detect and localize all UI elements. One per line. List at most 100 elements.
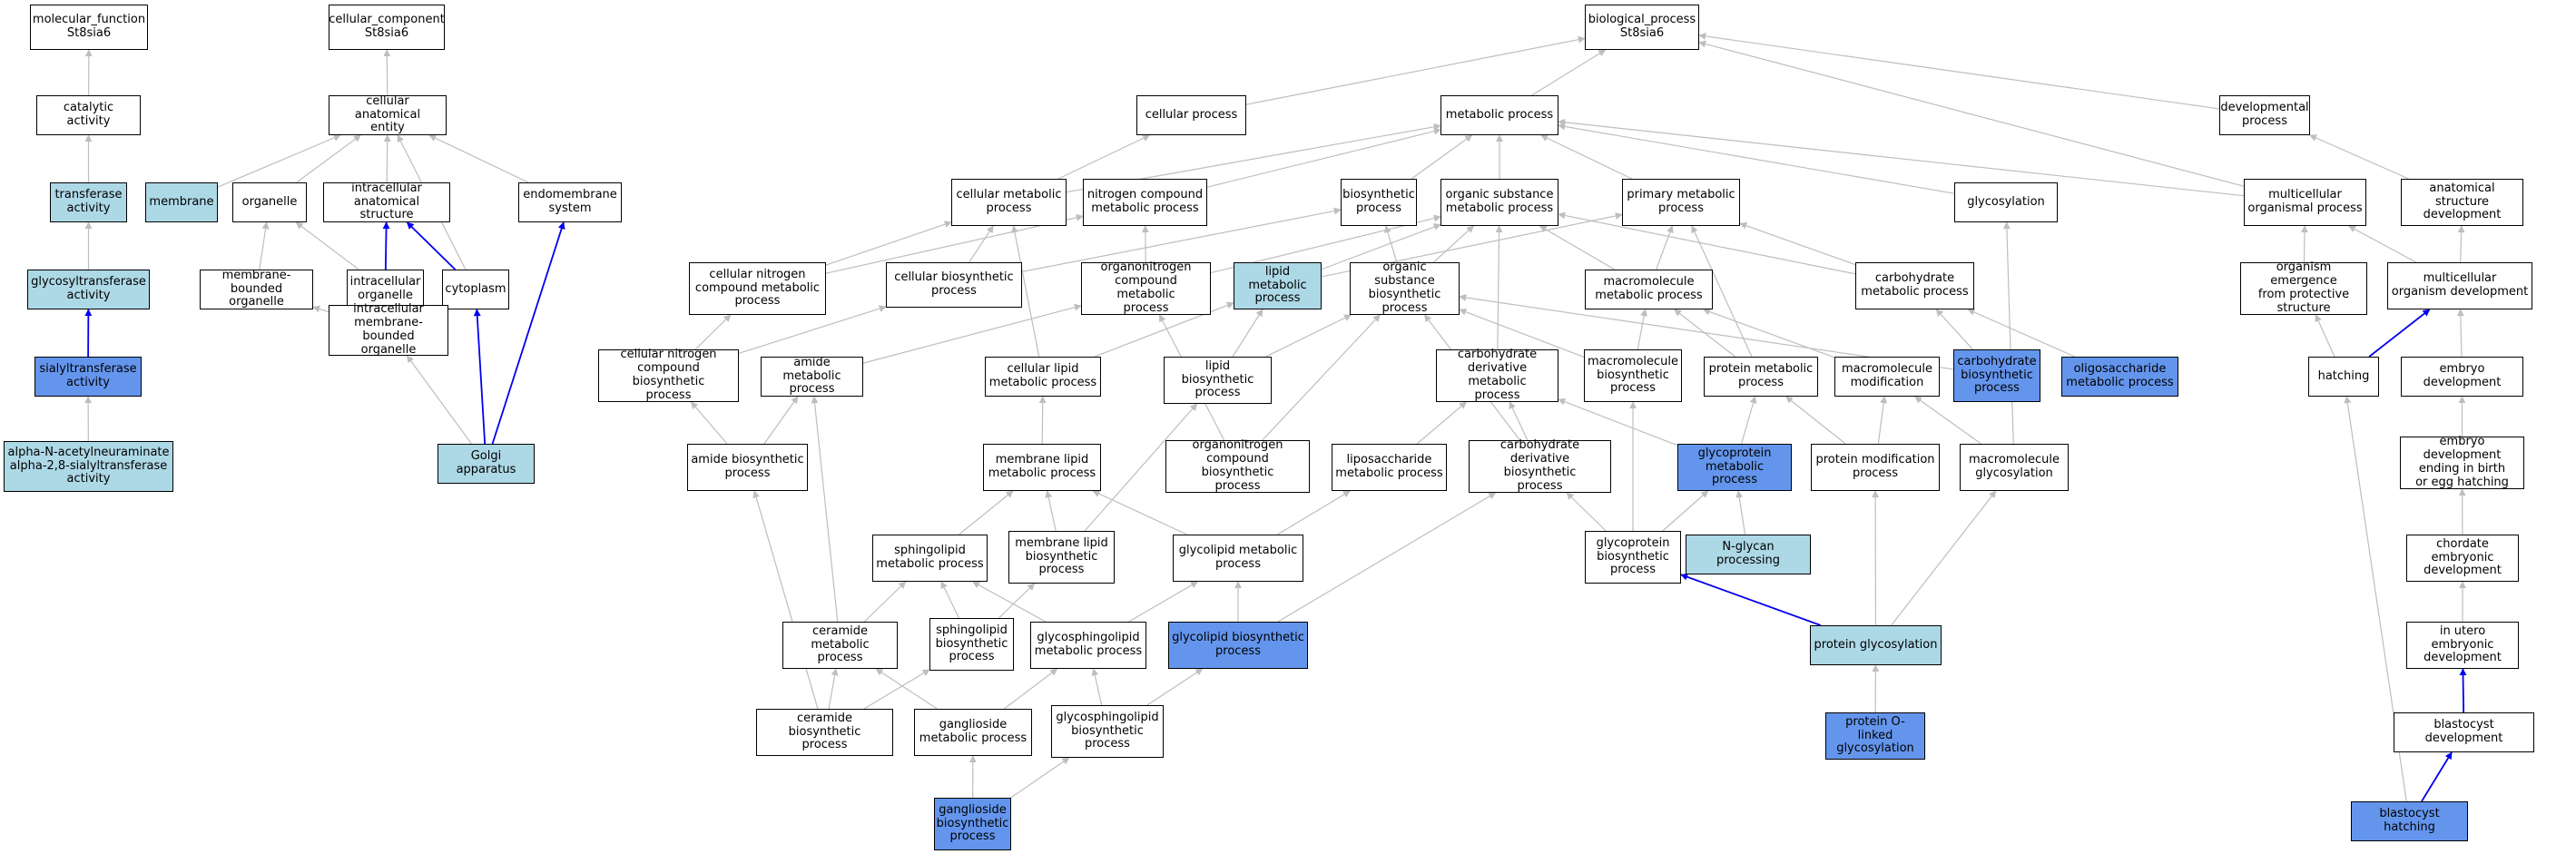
edge-cncmp-to-cmp	[825, 221, 952, 266]
edge-oncbp-to-osbp	[1262, 314, 1381, 441]
edge-cerbp-to-cermp	[828, 668, 839, 710]
edge-gpbp-to-gpmp	[1662, 490, 1709, 532]
edge-cbp-to-cmp	[968, 225, 994, 263]
node-oncmp: organonitrogen compound metabolic proces…	[1081, 260, 1211, 315]
node-cae: cellular anatomical entity	[329, 94, 447, 135]
edge-clmp-to-cmp	[1011, 225, 1040, 358]
node-cmp: cellular metabolic process	[951, 179, 1067, 226]
node-ed: embryo development	[2401, 357, 2523, 397]
node-asd: anatomical structure development	[2401, 179, 2523, 226]
node-mbo: membrane-bounded organelle	[200, 269, 313, 309]
node-cyto: cytoplasm	[442, 270, 509, 309]
node-osmp: organic substance metabolic process	[1440, 179, 1558, 226]
edge-hatching-to-oefp	[2315, 314, 2335, 358]
edge-mbo-to-organelle	[259, 221, 270, 270]
node-cdmp: carbohydrate derivative metabolic proces…	[1436, 348, 1558, 402]
edge-chbp-to-chmp	[1935, 309, 1973, 350]
edge-bsp-to-mp	[1411, 134, 1473, 180]
edge-gpmp-to-prmp	[1740, 396, 1757, 445]
node-cp: cellular process	[1136, 95, 1246, 135]
edge-mlbp-to-lbp	[1084, 403, 1198, 532]
node-cncbp: cellular nitrogen compound biosynthetic …	[598, 348, 739, 402]
edge-ias-to-cae	[383, 134, 391, 183]
node-gangbp: ganglioside biosynthetic process	[934, 798, 1011, 850]
node-mmp: macromolecule metabolic process	[1585, 270, 1713, 309]
edge-gslbp-to-glbp	[1146, 668, 1204, 706]
node-lsmp: liposaccharide metabolic process	[1332, 444, 1447, 491]
node-ncmp: nitrogen compound metabolic process	[1083, 179, 1207, 226]
edge-io-to-ias	[382, 221, 390, 270]
edge-cae-to-cc	[383, 49, 391, 96]
node-mop: multicellular organismal process	[2244, 179, 2366, 226]
node-chbp: carbohydrate biosynthetic process	[1953, 349, 2040, 402]
edge-cermp-to-slmp	[863, 581, 907, 623]
node-pog: protein O-linked glycosylation	[1825, 712, 1925, 760]
edge-cmp-to-cp	[1057, 134, 1151, 180]
node-osbp: organic substance biosynthetic process	[1350, 260, 1460, 315]
edge-glmp-to-mlmp	[1092, 490, 1188, 535]
edge-prmp-to-pmp	[1691, 225, 1753, 358]
edge-chmp-to-pmp	[1739, 221, 1856, 266]
edge-lbp-to-osbp	[1265, 314, 1352, 358]
edge-gpbp-to-cdbp	[1566, 492, 1607, 532]
node-pmp: primary metabolic process	[1622, 179, 1740, 226]
node-cncmp: cellular nitrogen compound metabolic pro…	[689, 262, 826, 315]
node-cat: catalytic activity	[36, 95, 141, 135]
node-sialyl: sialyltransferase activity	[34, 357, 142, 397]
node-membrane: membrane	[145, 182, 218, 222]
edge-mmod-to-mmp	[1702, 308, 1835, 358]
edge-glmp-to-lsmp	[1276, 490, 1351, 535]
edge-osbp-to-osmp	[1432, 225, 1474, 263]
edge-mod-to-asd	[2457, 225, 2465, 263]
node-abp: amide biosynthetic process	[687, 444, 808, 491]
edge-oefp-to-mop	[2300, 225, 2308, 263]
edge-cermp-to-amp	[811, 396, 839, 623]
node-mf: molecular_function St8sia6	[30, 5, 148, 50]
node-chmp: carbohydrate metabolic process	[1855, 262, 1974, 309]
edge-olmp-to-chmp	[1967, 309, 2076, 358]
node-cerbp: ceramide biosynthetic process	[756, 709, 893, 756]
node-olmp: oligosaccharide metabolic process	[2061, 357, 2178, 397]
node-cbp: cellular biosynthetic process	[886, 262, 1022, 308]
node-edeb: embryo development ending in birth or eg…	[2400, 435, 2524, 489]
edge-glycosylation-to-mp	[1558, 123, 1955, 194]
edge-ngp-to-gpmp	[1735, 490, 1746, 535]
edge-slbp-to-slmp	[940, 581, 959, 619]
edge-mop-to-bp	[1698, 40, 2245, 187]
node-pmodp: protein modification process	[1811, 444, 1940, 491]
edge-bh-to-bd	[2421, 751, 2453, 802]
edge-mlbp-to-mlmp	[1045, 490, 1057, 532]
node-alpha: alpha-N-acetylneuraminate alpha-2,8-sial…	[4, 441, 173, 492]
node-io: intracellular organelle	[347, 270, 424, 309]
edge-mod-to-mop	[2347, 225, 2417, 263]
node-ced: chordate embryonic development	[2406, 535, 2519, 582]
edge-cyto-to-ias	[406, 221, 457, 270]
edge-cbp-to-bsp	[1021, 207, 1342, 273]
edge-golgi-to-imbo	[406, 355, 472, 445]
edge-cdmp-to-osmp	[1495, 225, 1503, 350]
node-mbp: macromolecule biosynthetic process	[1584, 349, 1682, 402]
edge-gangmp-to-gslmp	[1004, 668, 1058, 710]
edge-gslmp-to-glmp	[1128, 581, 1199, 623]
node-trans: transferase activity	[50, 182, 127, 222]
edge-mbp-to-mmp	[1637, 309, 1648, 350]
node-pg: protein glycosylation	[1810, 625, 1942, 665]
edge-mg-to-mmod	[1914, 396, 1981, 445]
edge-cerbp-to-abp	[752, 490, 819, 710]
node-bh: blastocyst hatching	[2351, 801, 2468, 841]
edge-amp-to-oncmp	[862, 303, 1082, 364]
edge-gangmp-to-cermp	[875, 668, 938, 710]
node-mlmp: membrane lipid metabolic process	[983, 444, 1101, 491]
node-hatching: hatching	[2308, 357, 2379, 397]
node-bsp: biosynthetic process	[1341, 179, 1417, 226]
edge-cerbp-to-slbp	[863, 669, 930, 710]
node-amp: amide metabolic process	[761, 356, 863, 397]
node-slbp: sphingolipid biosynthetic process	[929, 618, 1014, 671]
edge-asd-to-dp	[2309, 134, 2409, 180]
edge-gslmp-to-slmp	[972, 581, 1047, 623]
edge-mp-to-bp	[1531, 49, 1607, 96]
node-glycosylation: glycosylation	[1954, 182, 2058, 222]
node-oncbp: organonitrogen compound biosynthetic pro…	[1165, 438, 1310, 493]
edge-glbp-to-cdbp	[1277, 492, 1497, 623]
